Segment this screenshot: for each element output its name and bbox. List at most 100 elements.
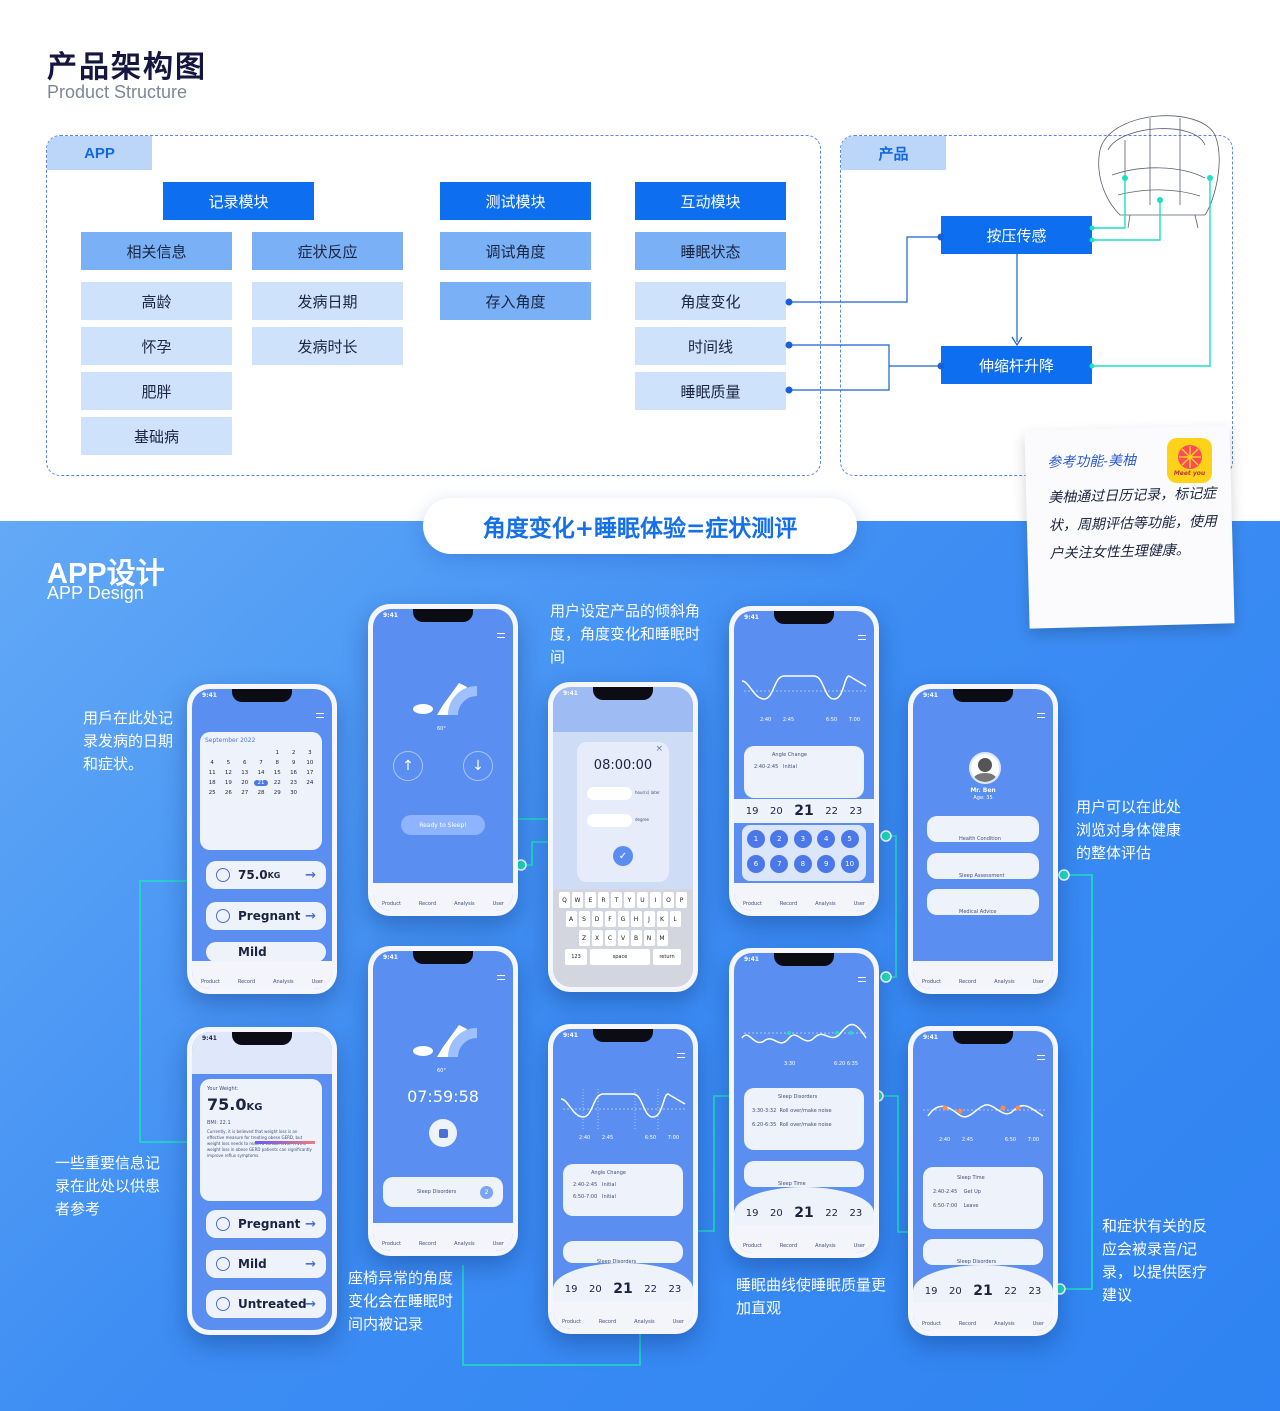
- menu-icon[interactable]: [858, 977, 866, 982]
- tab-analysis[interactable]: Analysis: [815, 1243, 836, 1249]
- menu-icon[interactable]: [858, 635, 866, 640]
- key-123[interactable]: 123: [565, 949, 587, 965]
- calendar-day[interactable]: 25: [208, 790, 216, 796]
- calendar-day[interactable]: 6: [242, 760, 247, 766]
- tab-user[interactable]: User: [1032, 979, 1044, 985]
- ready-to-sleep-button[interactable]: Ready to Sleep!: [401, 815, 485, 835]
- date-item[interactable]: 20: [589, 1283, 602, 1295]
- key[interactable]: M: [656, 930, 668, 946]
- calendar-day[interactable]: 13: [241, 770, 249, 776]
- tab-product[interactable]: Product: [742, 1243, 762, 1249]
- sleep-disorders-card[interactable]: Sleep Disorders 2: [383, 1177, 503, 1207]
- confirm-button[interactable]: ✓: [613, 846, 633, 866]
- tab-product[interactable]: Product: [921, 979, 941, 985]
- tab-product[interactable]: Product: [921, 1321, 941, 1327]
- keypad-key[interactable]: 1: [747, 830, 765, 848]
- tab-record[interactable]: Record: [418, 1241, 437, 1247]
- calendar-day[interactable]: 21: [253, 780, 269, 786]
- tab-user[interactable]: User: [853, 901, 865, 907]
- date-item[interactable]: 23: [849, 1207, 863, 1219]
- calendar-day[interactable]: 20: [241, 780, 249, 786]
- calendar-day[interactable]: 5: [226, 760, 231, 766]
- tab-user[interactable]: User: [311, 979, 323, 985]
- tab-analysis[interactable]: Analysis: [273, 979, 294, 985]
- key[interactable]: V: [617, 930, 629, 946]
- calendar-day[interactable]: 29: [273, 790, 281, 796]
- tab-record[interactable]: Record: [779, 1243, 798, 1249]
- key[interactable]: X: [591, 930, 603, 946]
- calendar-day[interactable]: 23: [290, 780, 298, 786]
- tab-product[interactable]: Product: [742, 901, 762, 907]
- mild-row[interactable]: Mild→: [206, 1250, 326, 1278]
- date-item[interactable]: 19: [924, 1285, 938, 1297]
- calendar-day[interactable]: 12: [224, 770, 232, 776]
- menu-medical-advice[interactable]: Medical Advice: [927, 889, 1039, 915]
- date-item[interactable]: 19: [564, 1283, 578, 1295]
- tab-record[interactable]: Record: [958, 1321, 977, 1327]
- calendar-day[interactable]: 26: [224, 790, 232, 796]
- calendar-day[interactable]: 28: [257, 790, 265, 796]
- date-item[interactable]: 22: [825, 1207, 838, 1219]
- pregnant-row[interactable]: Pregnant→: [206, 902, 326, 930]
- key[interactable]: F: [604, 911, 616, 927]
- menu-icon[interactable]: [1037, 713, 1045, 718]
- calendar-day[interactable]: 7: [259, 760, 263, 766]
- degree-input[interactable]: [587, 814, 632, 827]
- tab-user[interactable]: User: [492, 901, 504, 907]
- key-space[interactable]: space: [590, 949, 650, 965]
- keypad-key[interactable]: 3: [793, 830, 812, 848]
- tab-record[interactable]: Record: [237, 979, 256, 985]
- calendar-day[interactable]: 8: [275, 760, 280, 766]
- calendar-day[interactable]: 27: [241, 790, 249, 796]
- key-return[interactable]: return: [653, 949, 681, 965]
- tab-record[interactable]: Record: [958, 979, 977, 985]
- key[interactable]: E: [585, 892, 596, 908]
- date-item[interactable]: 22: [825, 805, 838, 817]
- key[interactable]: Q: [559, 892, 570, 908]
- date-item-selected[interactable]: 21: [613, 1281, 633, 1297]
- hours-input[interactable]: [587, 787, 632, 800]
- tab-user[interactable]: User: [672, 1319, 684, 1325]
- tab-product[interactable]: Product: [200, 979, 220, 985]
- calendar-day[interactable]: 18: [208, 780, 216, 786]
- key[interactable]: A: [565, 911, 577, 927]
- key[interactable]: S: [578, 911, 590, 927]
- calendar-day[interactable]: 24: [306, 780, 314, 786]
- date-item[interactable]: 20: [770, 805, 783, 817]
- keypad-key[interactable]: 8: [793, 854, 812, 873]
- key[interactable]: Z: [578, 930, 590, 946]
- key[interactable]: K: [656, 911, 668, 927]
- key[interactable]: N: [643, 930, 655, 946]
- close-icon[interactable]: ×: [655, 744, 663, 754]
- date-item-selected[interactable]: 21: [794, 1205, 814, 1221]
- menu-icon[interactable]: [497, 633, 505, 638]
- key[interactable]: Y: [624, 892, 635, 908]
- date-item[interactable]: 23: [1028, 1285, 1042, 1297]
- calendar-day[interactable]: 15: [273, 770, 281, 776]
- key[interactable]: B: [630, 930, 642, 946]
- tab-user[interactable]: User: [853, 1243, 865, 1249]
- tab-user[interactable]: User: [1032, 1321, 1044, 1327]
- sleep-disorders-card[interactable]: Sleep Disorders: [563, 1241, 683, 1265]
- date-item-selected[interactable]: 21: [794, 803, 814, 819]
- key[interactable]: H: [630, 911, 642, 927]
- sleep-disorders-card[interactable]: Sleep Disorders: [923, 1239, 1043, 1265]
- tab-analysis[interactable]: Analysis: [994, 979, 1015, 985]
- angle-down-button[interactable]: ↓: [463, 751, 493, 781]
- menu-icon[interactable]: [1037, 1055, 1045, 1060]
- tab-product[interactable]: Product: [381, 1241, 401, 1247]
- date-item[interactable]: 19: [745, 1207, 759, 1219]
- tab-record[interactable]: Record: [598, 1319, 617, 1325]
- date-item[interactable]: 23: [849, 805, 863, 817]
- key[interactable]: I: [650, 892, 661, 908]
- tab-analysis[interactable]: Analysis: [634, 1319, 655, 1325]
- keypad-key[interactable]: 10: [840, 854, 859, 873]
- date-item[interactable]: 23: [668, 1283, 682, 1295]
- menu-health-condition[interactable]: Health Condition: [927, 816, 1039, 842]
- tab-analysis[interactable]: Analysis: [454, 901, 475, 907]
- keypad-key[interactable]: 4: [817, 830, 836, 848]
- pregnant-row[interactable]: Pregnant→: [206, 1210, 326, 1238]
- key[interactable]: D: [591, 911, 603, 927]
- stop-button[interactable]: [429, 1119, 457, 1147]
